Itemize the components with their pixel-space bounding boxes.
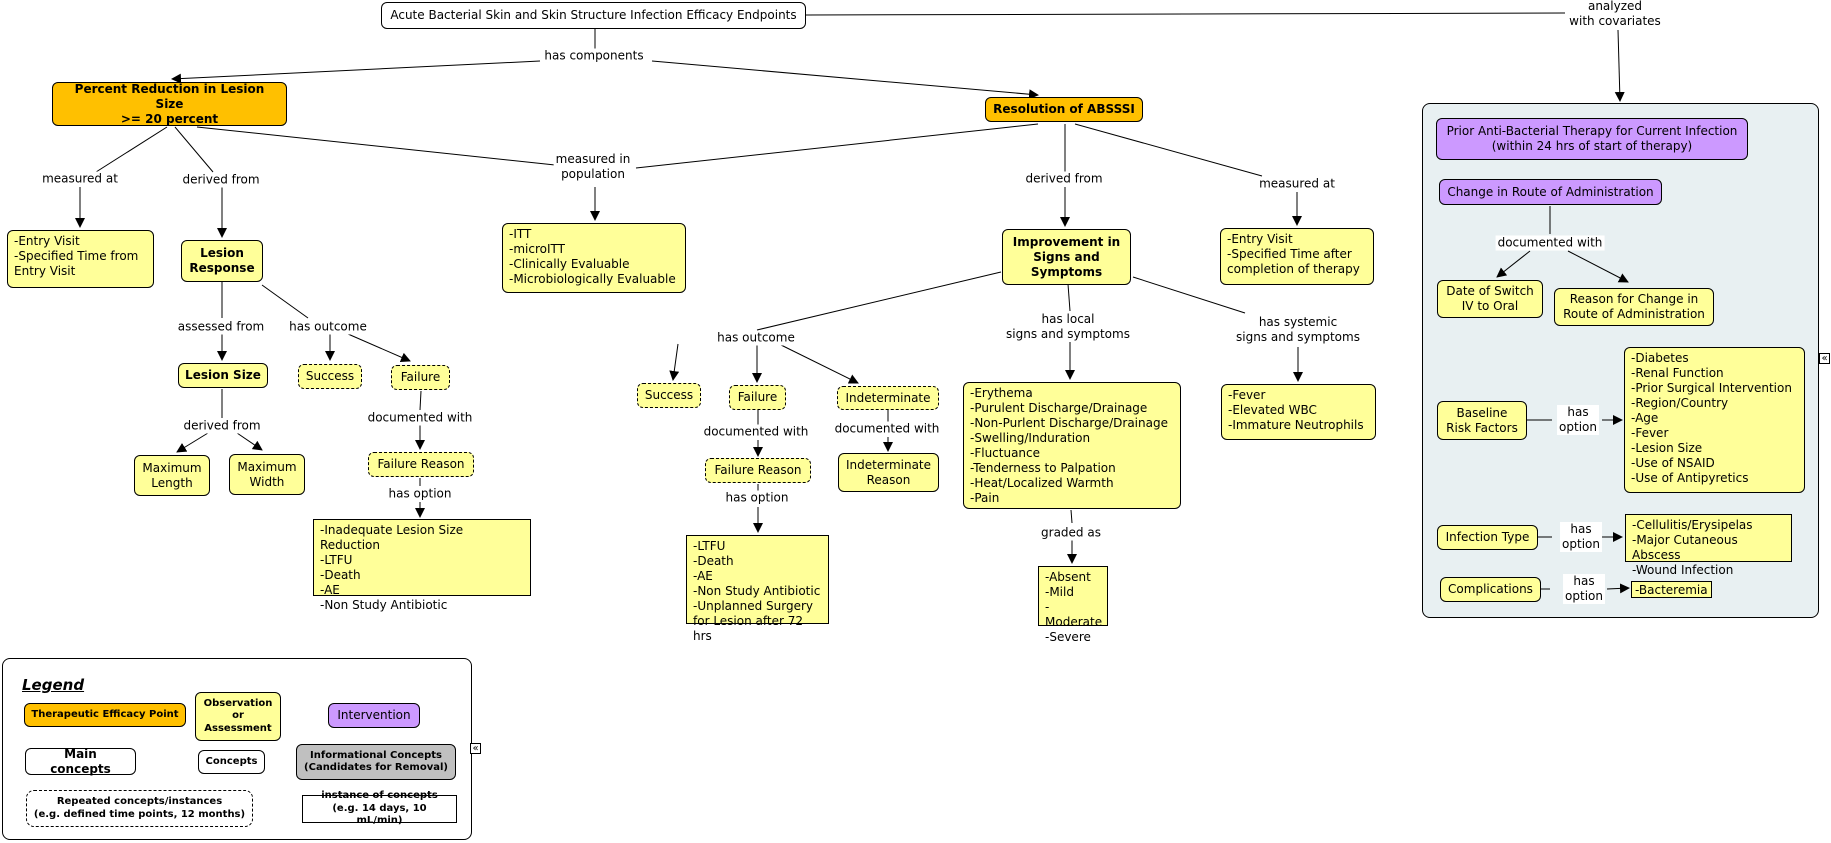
percent-reduction-node[interactable]: Percent Reduction in Lesion Size >= 20 p… — [52, 82, 287, 126]
legend-intervention: Intervention — [328, 703, 420, 728]
legend-title: Legend — [22, 676, 85, 694]
lesion-size-node[interactable]: Lesion Size — [178, 363, 268, 388]
link-documented-with-left: documented with — [365, 410, 475, 426]
link-documented-with-indeterminate: documented with — [832, 421, 942, 437]
link-has-outcome-left: has outcome — [287, 319, 369, 335]
legend-observation: Observation or Assessment — [195, 692, 281, 741]
failure-right-node[interactable]: Failure — [729, 385, 786, 410]
link-measured-at-right: measured at — [1257, 176, 1337, 192]
resolution-node[interactable]: Resolution of ABSSSI — [985, 97, 1143, 122]
entry-visit-right-node[interactable]: -Entry Visit -Specified Time after compl… — [1220, 228, 1374, 285]
grades-node[interactable]: -Absent -Mild -Moderate -Severe — [1038, 566, 1108, 644]
link-has-components: has components — [542, 48, 646, 64]
indeterminate-node[interactable]: Indeterminate — [837, 386, 939, 410]
link-has-option-right: has option — [723, 490, 791, 506]
link-documented-with-failure: documented with — [701, 424, 811, 440]
indeterminate-reason-node[interactable]: Indeterminate Reason — [838, 453, 939, 492]
baseline-options-node[interactable]: -Diabetes -Renal Function -Prior Surgica… — [1624, 347, 1805, 493]
legend-main-concepts: Main concepts — [25, 747, 136, 776]
success-right-node[interactable]: Success — [637, 383, 701, 408]
legend-instance: instance of concepts (e.g. 14 days, 10 m… — [302, 790, 457, 826]
link-has-option-baseline: has option — [1557, 405, 1599, 435]
systemic-signs-node[interactable]: -Fever -Elevated WBC -Immature Neutrophi… — [1221, 384, 1376, 440]
baseline-risk-node[interactable]: Baseline Risk Factors — [1437, 401, 1527, 440]
link-documented-with-covariate: documented with — [1495, 235, 1605, 251]
link-has-option-infection: has option — [1560, 522, 1602, 552]
link-has-option-left: has option — [386, 486, 454, 502]
link-has-option-complications: has option — [1563, 574, 1605, 604]
entry-visit-left-node[interactable]: -Entry Visit -Specified Time from Entry … — [7, 230, 154, 288]
reason-change-node[interactable]: Reason for Change in Route of Administra… — [1554, 288, 1714, 326]
legend-therapeutic: Therapeutic Efficacy Point — [24, 703, 186, 727]
infection-type-node[interactable]: Infection Type — [1437, 525, 1538, 550]
link-measured-at-left: measured at — [40, 171, 120, 187]
complication-options-node[interactable]: -Bacteremia — [1631, 581, 1712, 598]
change-route-node[interactable]: Change in Route of Administration — [1439, 179, 1662, 205]
collapse-icon[interactable]: « — [1819, 353, 1830, 364]
collapse-icon[interactable]: « — [470, 743, 481, 754]
max-width-node[interactable]: Maximum Width — [229, 454, 305, 495]
failure-options-right-node[interactable]: -LTFU -Death -AE -Non Study Antibiotic -… — [686, 535, 829, 643]
root-concept[interactable]: Acute Bacterial Skin and Skin Structure … — [381, 2, 806, 29]
lesion-response-node[interactable]: Lesion Response — [181, 240, 263, 282]
link-has-local-signs: has local signs and symptoms — [1004, 312, 1132, 342]
link-derived-from-left: derived from — [180, 172, 262, 188]
local-signs-node[interactable]: -Erythema -Purulent Discharge/Drainage -… — [963, 382, 1181, 509]
legend-concepts: Concepts — [198, 750, 265, 774]
link-analyzed-with-covariates: analyzed with covariates — [1567, 0, 1663, 29]
legend-informational: Informational Concepts (Candidates for R… — [296, 744, 456, 780]
link-measured-in-population: measured in population — [553, 152, 633, 182]
link-derived-from-lesion-size: derived from — [181, 418, 263, 434]
legend-repeated: Repeated concepts/instances (e.g. define… — [26, 790, 253, 827]
link-assessed-from: assessed from — [175, 319, 267, 335]
failure-options-left-node[interactable]: -Inadequate Lesion Size Reduction -LTFU … — [313, 519, 531, 612]
failure-reason-left-node[interactable]: Failure Reason — [368, 452, 474, 477]
date-switch-node[interactable]: Date of Switch IV to Oral — [1437, 280, 1543, 318]
failure-left-node[interactable]: Failure — [391, 365, 450, 390]
population-node[interactable]: -ITT -microITT -Clinically Evaluable -Mi… — [502, 223, 686, 293]
improvement-node[interactable]: Improvement in Signs and Symptoms — [1002, 229, 1131, 285]
infection-options-node[interactable]: -Cellulitis/Erysipelas -Major Cutaneous … — [1625, 514, 1792, 577]
success-left-node[interactable]: Success — [298, 364, 362, 389]
complications-node[interactable]: Complications — [1440, 577, 1541, 602]
max-length-node[interactable]: Maximum Length — [134, 455, 210, 496]
link-has-outcome-right: has outcome — [715, 330, 797, 346]
link-graded-as: graded as — [1039, 525, 1103, 541]
failure-reason-right-node[interactable]: Failure Reason — [705, 458, 811, 483]
link-has-systemic-signs: has systemic signs and symptoms — [1234, 315, 1362, 345]
prior-therapy-node[interactable]: Prior Anti-Bacterial Therapy for Current… — [1436, 118, 1748, 160]
link-derived-from-right: derived from — [1023, 171, 1105, 187]
